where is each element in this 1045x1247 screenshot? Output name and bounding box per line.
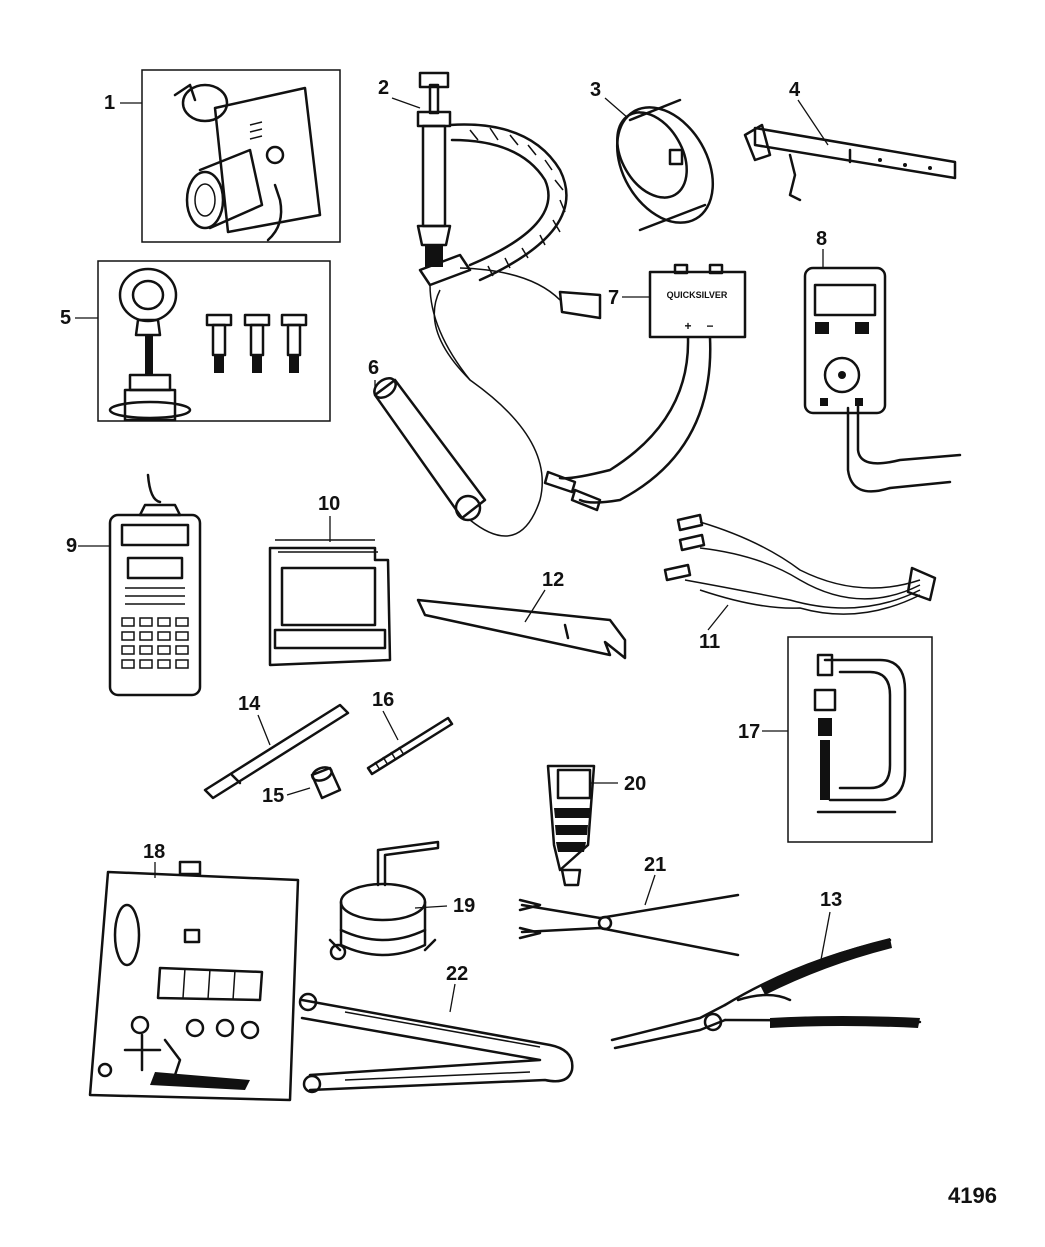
callout-1: 1	[104, 92, 116, 114]
item-14-drawing	[203, 703, 350, 800]
item-17-drawing	[787, 636, 933, 843]
item-13-drawing	[610, 938, 922, 1050]
item-18-drawing	[88, 860, 300, 1102]
callout-14: 14	[238, 693, 261, 715]
item-2-drawing	[416, 71, 568, 282]
callout-16: 16	[372, 689, 395, 711]
callout-11: 11	[699, 631, 721, 653]
callout-18: 18	[143, 841, 166, 863]
callout-19: 19	[453, 895, 476, 917]
callout-8: 8	[816, 228, 828, 250]
callout-3: 3	[590, 79, 602, 101]
callout-15: 15	[262, 785, 285, 807]
callout-7: 7	[608, 287, 620, 309]
item-4-drawing	[743, 123, 957, 202]
item-16-drawing	[366, 716, 454, 776]
item-15-drawing	[310, 766, 342, 800]
callout-5: 5	[60, 307, 72, 329]
item-21-drawing	[518, 893, 740, 957]
callout-20: 20	[624, 773, 647, 795]
item-7-drawing: QUICKSILVER + −	[543, 263, 747, 512]
figure-number: 4196	[948, 1183, 997, 1208]
item-6-drawing	[373, 253, 602, 537]
callout-9: 9	[66, 535, 78, 557]
callout-10: 10	[318, 493, 341, 515]
plus-label: +	[684, 319, 691, 333]
leader-lines	[75, 97, 831, 1013]
item-9-drawing	[108, 473, 202, 697]
callout-6: 6	[368, 357, 380, 379]
callout-4: 4	[789, 79, 801, 101]
item-10-drawing	[268, 539, 392, 667]
item-19-drawing	[328, 840, 440, 961]
item-8-drawing	[803, 266, 962, 493]
minus-label: −	[706, 319, 713, 333]
item-11-drawing	[663, 513, 937, 615]
callout-13: 13	[820, 889, 843, 911]
callout-17: 17	[738, 721, 761, 743]
item-1-drawing	[141, 69, 341, 243]
item-12-drawing	[416, 598, 627, 660]
callout-22: 22	[446, 963, 469, 985]
callout-2: 2	[378, 77, 390, 99]
item-20-drawing	[546, 764, 596, 887]
item-22-drawing	[298, 992, 574, 1094]
quicksilver-label: QUICKSILVER	[667, 290, 728, 300]
item-3-drawing	[615, 98, 715, 232]
item-5-drawing	[97, 260, 331, 422]
callout-12: 12	[542, 569, 565, 591]
callout-21: 21	[644, 854, 667, 876]
